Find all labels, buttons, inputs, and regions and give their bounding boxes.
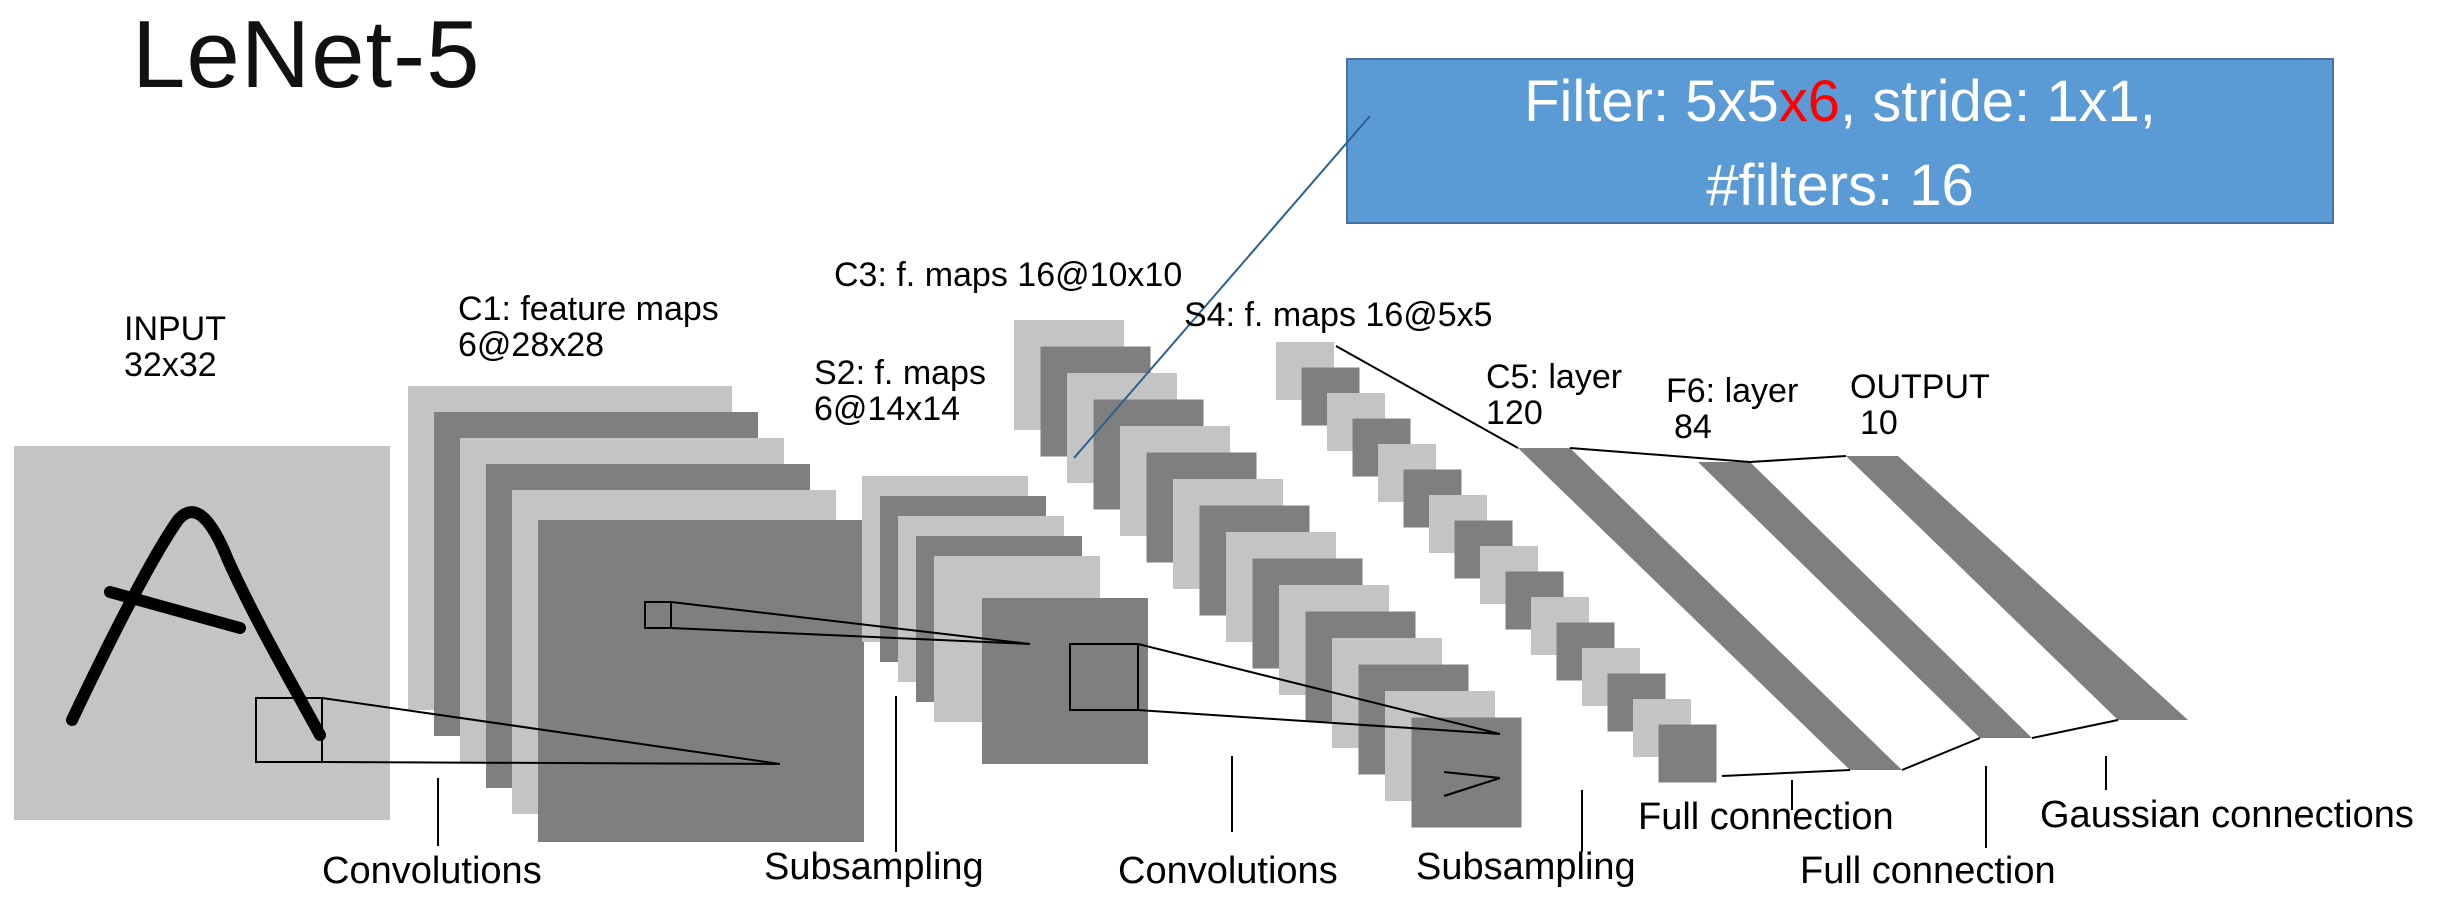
s4-to-c5-line <box>1721 769 1851 777</box>
output-layer <box>1846 456 2188 720</box>
c3-feature-maps <box>1014 320 1522 828</box>
s2-name: S2: f. maps <box>814 354 986 392</box>
s2-receptive-field <box>1069 643 1139 711</box>
s4-map <box>1658 724 1717 783</box>
callout-pointer-line <box>1073 115 1371 459</box>
f6-layer <box>1698 462 2032 738</box>
output-name: OUTPUT <box>1850 368 1990 406</box>
conv2-label: Convolutions <box>1118 850 1338 892</box>
c5-size: 120 <box>1486 393 1543 432</box>
handwritten-a-stroke <box>66 506 326 741</box>
slide-title: LeNet-5 <box>132 1 481 108</box>
s4-to-c5-line <box>1335 345 1519 449</box>
input-image <box>14 446 390 820</box>
c5-layer <box>1518 448 1902 770</box>
s4-feature-maps <box>1276 342 1717 783</box>
conv2-projection-line <box>1137 643 1501 735</box>
callout-stride-text: , stride: 1x1, <box>1839 69 2156 134</box>
callout-line-1: Filter: 5x5x6, stride: 1x1, <box>1348 60 2332 144</box>
c5-to-f6-line <box>1569 447 1751 463</box>
callout-line-2: #filters: 16 <box>1706 153 1974 218</box>
sub1-projection-line <box>670 601 1031 645</box>
callout-depth-highlight: x6 <box>1778 69 1840 134</box>
conv1-projection-line <box>321 697 781 765</box>
c1-name: C1: feature maps <box>458 290 719 328</box>
fully-connected-layers <box>1518 448 2188 770</box>
full2-label: Full connection <box>1800 850 2056 892</box>
output-size: 10 <box>1860 403 1898 442</box>
filter-callout-box: Filter: 5x5x6, stride: 1x1, #filters: 16 <box>1346 58 2334 224</box>
sub1-label: Subsampling <box>764 846 984 888</box>
sub2-projection-line <box>1443 777 1501 797</box>
c1-map <box>538 520 864 842</box>
sub2-projection-line <box>1443 771 1501 779</box>
c5-name: C5: layer <box>1486 358 1623 396</box>
input-plane <box>14 446 390 820</box>
f6-name: F6: layer <box>1666 372 1799 410</box>
input-size: 32x32 <box>124 345 217 384</box>
s2-map <box>982 598 1148 764</box>
c1-feature-maps <box>408 386 864 842</box>
s2-feature-maps <box>862 476 1148 764</box>
c3-map <box>1411 717 1522 828</box>
c3-label: C3: f. maps 16@10x10 <box>834 256 1183 294</box>
handwritten-a-bar <box>104 586 246 634</box>
s4-label: S4: f. maps 16@5x5 <box>1184 296 1493 334</box>
c5-to-f6-line <box>1901 737 1981 771</box>
f6-to-output-line <box>1749 455 1847 463</box>
gauss-label: Gaussian connections <box>2040 794 2414 836</box>
full1-label: Full connection <box>1638 796 1894 838</box>
f6-to-output-line <box>2031 719 2119 739</box>
input-name: INPUT <box>124 310 226 348</box>
callout-filter-text: Filter: 5x5 <box>1524 69 1779 134</box>
f6-size: 84 <box>1674 407 1712 446</box>
connection-lines <box>321 345 2119 852</box>
conv1-label: Convolutions <box>322 850 542 892</box>
s2-size: 6@14x14 <box>814 389 961 428</box>
c1-receptive-field <box>644 601 672 629</box>
input-receptive-field <box>255 697 323 763</box>
conv1-projection-line <box>321 761 781 765</box>
conv2-projection-line <box>1137 709 1501 735</box>
sub1-projection-line <box>670 627 1031 645</box>
sub2-label: Subsampling <box>1416 846 1636 888</box>
c1-size: 6@28x28 <box>458 325 605 364</box>
